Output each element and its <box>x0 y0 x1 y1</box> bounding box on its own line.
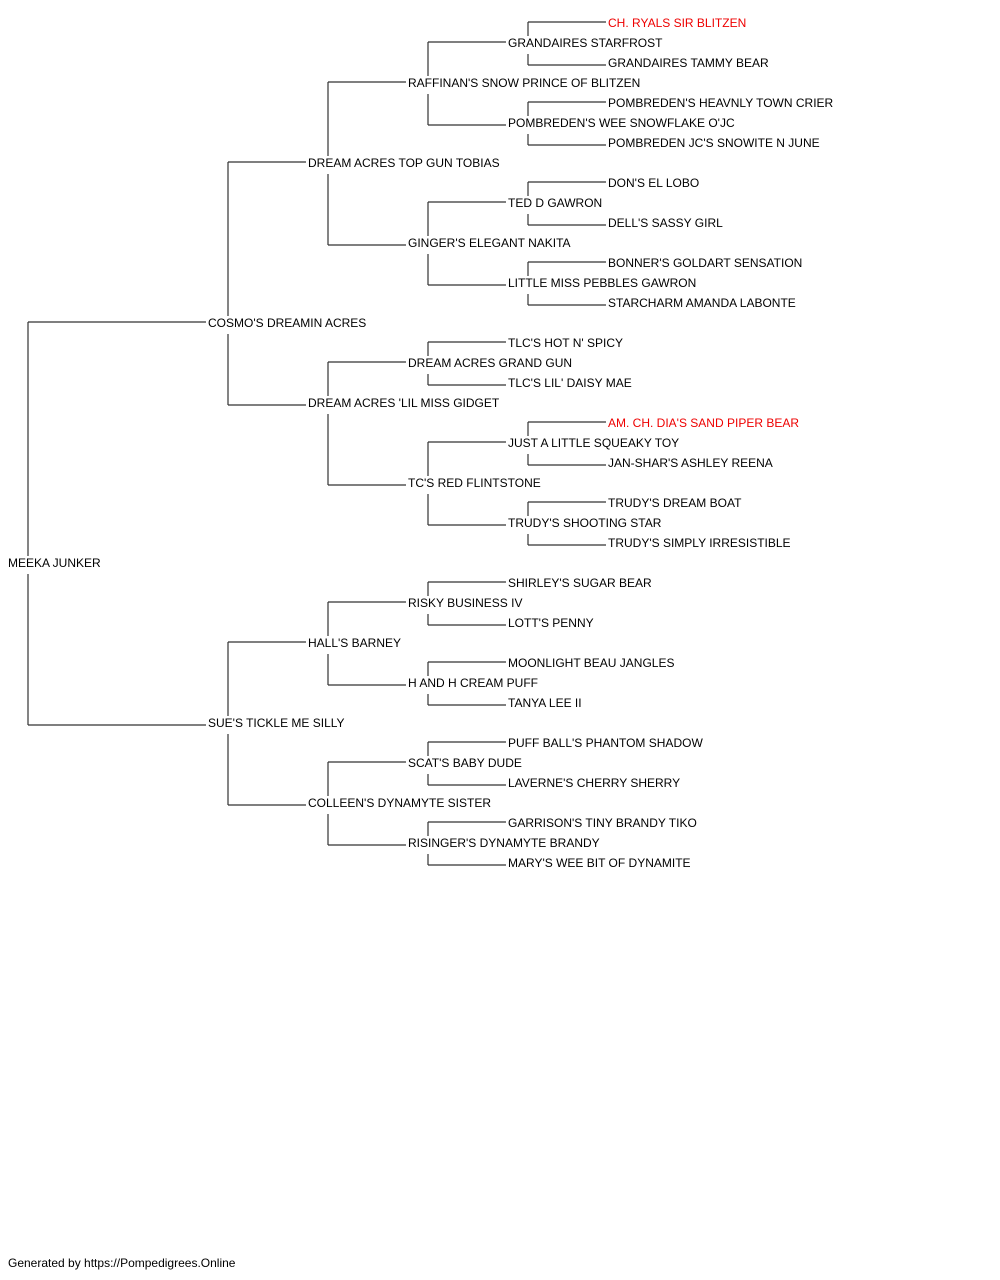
pedigree-name-gen3: GINGER'S ELEGANT NAKITA <box>408 236 571 250</box>
pedigree-name-gen4: TANYA LEE II <box>508 696 582 710</box>
pedigree-name-gen2: DREAM ACRES TOP GUN TOBIAS <box>308 156 500 170</box>
pedigree-name-gen5: DELL'S SASSY GIRL <box>608 216 723 230</box>
pedigree-name-gen4: MARY'S WEE BIT OF DYNAMITE <box>508 856 691 870</box>
pedigree-name-gen4: LAVERNE'S CHERRY SHERRY <box>508 776 680 790</box>
pedigree-name-gen5: JAN-SHAR'S ASHLEY REENA <box>608 456 773 470</box>
pedigree-name-gen4: SHIRLEY'S SUGAR BEAR <box>508 576 652 590</box>
pedigree-name-gen5: STARCHARM AMANDA LABONTE <box>608 296 796 310</box>
pedigree-name-gen5: CH. RYALS SIR BLITZEN <box>608 16 746 30</box>
pedigree-name-gen0: MEEKA JUNKER <box>8 556 101 570</box>
pedigree-name-gen4: LITTLE MISS PEBBLES GAWRON <box>508 276 696 290</box>
pedigree-name-gen3: RAFFINAN'S SNOW PRINCE OF BLITZEN <box>408 76 640 90</box>
pedigree-name-gen3: RISKY BUSINESS IV <box>408 596 523 610</box>
pedigree-name-gen3: SCAT'S BABY DUDE <box>408 756 522 770</box>
pedigree-name-gen4: TRUDY'S SHOOTING STAR <box>508 516 662 530</box>
footer-credit: Generated by https://Pompedigrees.Online <box>8 1256 236 1270</box>
pedigree-name-gen4: GARRISON'S TINY BRANDY TIKO <box>508 816 697 830</box>
pedigree-name-gen5: GRANDAIRES TAMMY BEAR <box>608 56 769 70</box>
pedigree-name-gen2: COLLEEN'S DYNAMYTE SISTER <box>308 796 491 810</box>
pedigree-name-gen3: TC'S RED FLINTSTONE <box>408 476 541 490</box>
pedigree-name-gen4: MOONLIGHT BEAU JANGLES <box>508 656 674 670</box>
pedigree-name-gen1: COSMO'S DREAMIN ACRES <box>208 316 366 330</box>
pedigree-name-gen4: JUST A LITTLE SQUEAKY TOY <box>508 436 679 450</box>
pedigree-name-gen5: BONNER'S GOLDART SENSATION <box>608 256 802 270</box>
pedigree-name-gen2: HALL'S BARNEY <box>308 636 401 650</box>
pedigree-name-gen1: SUE'S TICKLE ME SILLY <box>208 716 345 730</box>
pedigree-name-gen4: TLC'S HOT N' SPICY <box>508 336 623 350</box>
pedigree-name-gen4: GRANDAIRES STARFROST <box>508 36 663 50</box>
pedigree-name-gen5: AM. CH. DIA'S SAND PIPER BEAR <box>608 416 799 430</box>
pedigree-name-gen3: RISINGER'S DYNAMYTE BRANDY <box>408 836 600 850</box>
pedigree-name-gen5: TRUDY'S SIMPLY IRRESISTIBLE <box>608 536 791 550</box>
pedigree-name-gen3: H AND H CREAM PUFF <box>408 676 538 690</box>
pedigree-name-gen4: LOTT'S PENNY <box>508 616 594 630</box>
pedigree-name-gen5: TRUDY'S DREAM BOAT <box>608 496 742 510</box>
pedigree-name-gen4: PUFF BALL'S PHANTOM SHADOW <box>508 736 703 750</box>
pedigree-name-gen2: DREAM ACRES 'LIL MISS GIDGET <box>308 396 500 410</box>
pedigree-name-gen5: POMBREDEN JC'S SNOWITE N JUNE <box>608 136 820 150</box>
pedigree-name-gen5: DON'S EL LOBO <box>608 176 699 190</box>
pedigree-name-gen4: POMBREDEN'S WEE SNOWFLAKE O'JC <box>508 116 735 130</box>
pedigree-name-gen5: POMBREDEN'S HEAVNLY TOWN CRIER <box>608 96 834 110</box>
pedigree-name-gen4: TLC'S LIL' DAISY MAE <box>508 376 632 390</box>
pedigree-name-gen3: DREAM ACRES GRAND GUN <box>408 356 572 370</box>
pedigree-name-gen4: TED D GAWRON <box>508 196 602 210</box>
